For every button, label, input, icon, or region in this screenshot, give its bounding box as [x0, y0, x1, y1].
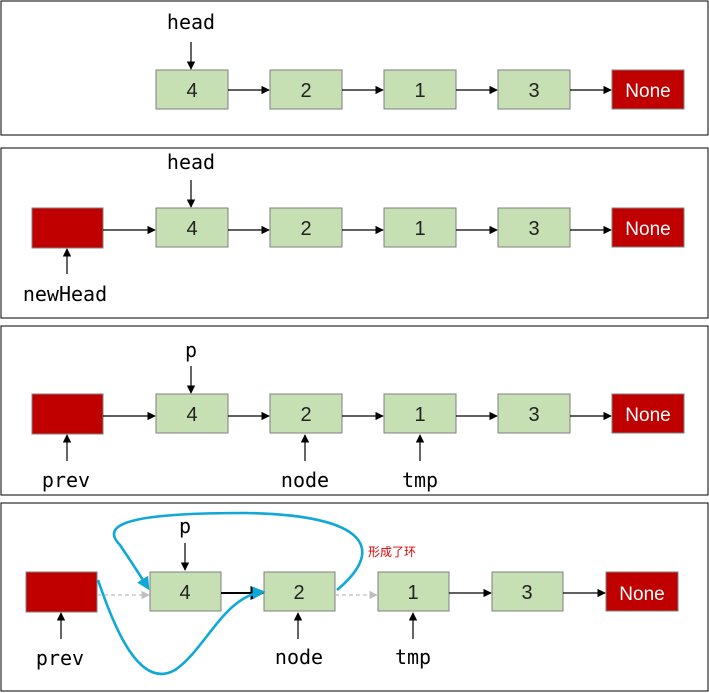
panel-2-frame [0, 147, 709, 319]
node-value: 3 [528, 218, 539, 240]
node-value: 3 [521, 582, 532, 604]
list-node: 4 [155, 207, 229, 248]
node-value: 1 [414, 404, 425, 426]
panel-1-frame [0, 0, 709, 136]
list-node: 3 [497, 207, 571, 248]
new-head-node [31, 207, 104, 249]
none-node: None [611, 393, 685, 434]
node-value: 4 [186, 80, 197, 102]
list-node: 3 [497, 69, 571, 110]
prev-label: prev [36, 646, 84, 670]
node-value: 2 [300, 80, 311, 102]
node-value: 2 [300, 404, 311, 426]
panel-4: p prev 4 2 1 3 None [0, 502, 709, 692]
new-head-label: newHead [23, 282, 107, 306]
list-node: 1 [383, 207, 457, 248]
prev-node [31, 393, 104, 435]
node-value: 1 [414, 218, 425, 240]
list-node: 3 [491, 571, 564, 612]
none-label: None [625, 405, 670, 426]
list-node: 2 [263, 571, 336, 612]
loop-curve-top [112, 511, 364, 591]
node-value: 4 [186, 404, 197, 426]
cycle-note: 形成了环 [368, 545, 416, 559]
prev-label: prev [42, 468, 90, 492]
list-node: 1 [377, 571, 450, 612]
head-label: head [167, 10, 215, 34]
panel-3-frame [0, 325, 709, 496]
tmp-label: tmp [402, 468, 438, 492]
tmp-label: tmp [395, 645, 431, 669]
none-label: None [619, 584, 664, 605]
none-node: None [611, 69, 685, 110]
none-node: None [611, 207, 685, 248]
prev-node [25, 571, 98, 613]
list-node: 4 [155, 393, 229, 434]
list-node: 1 [383, 69, 457, 110]
node-value: 4 [186, 218, 197, 240]
panel-3: p prev 4 2 1 3 None node [0, 325, 709, 496]
none-label: None [625, 219, 670, 240]
panel-2: head newHead 4 2 1 3 None [0, 147, 709, 319]
node-value: 3 [528, 80, 539, 102]
list-node: 2 [269, 207, 343, 248]
panel-4-frame [0, 502, 709, 692]
list-node: 1 [383, 393, 457, 434]
list-node: 3 [497, 393, 571, 434]
node-value: 1 [407, 582, 418, 604]
node-value: 4 [179, 582, 190, 604]
node-value: 3 [528, 404, 539, 426]
list-node: 4 [149, 571, 222, 612]
list-node: 2 [269, 69, 343, 110]
panel-1: head 4 2 1 3 None [0, 0, 709, 136]
p-label: p [179, 514, 191, 538]
node-value: 2 [300, 218, 311, 240]
list-node: 2 [269, 393, 343, 434]
none-label: None [625, 81, 670, 102]
loop-curve-bottom [96, 579, 266, 676]
node-value: 2 [293, 582, 304, 604]
node-value: 1 [414, 80, 425, 102]
head-label: head [167, 150, 215, 174]
list-node: 4 [155, 69, 229, 110]
none-node: None [605, 571, 679, 612]
node-label: node [275, 645, 323, 669]
p-label: p [185, 338, 197, 362]
node-label: node [281, 468, 329, 492]
